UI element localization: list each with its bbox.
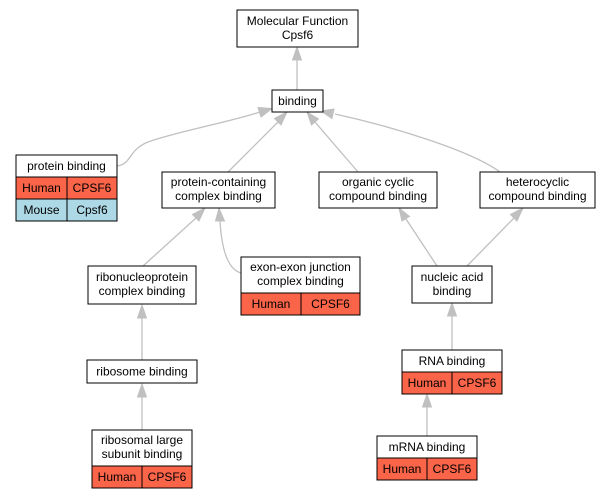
ortholog-species-human: Human bbox=[401, 371, 453, 395]
svg-text:CPSF6: CPSF6 bbox=[311, 297, 350, 311]
node-protein-containing-complex-binding[interactable]: protein-containing complex binding bbox=[161, 171, 276, 209]
node-label-line: exon-exon junction bbox=[250, 260, 351, 274]
node-label-line: binding bbox=[278, 94, 317, 108]
arrowhead bbox=[136, 303, 148, 319]
node-label-line: Cpsf6 bbox=[282, 28, 314, 42]
node-molecular-function[interactable]: Molecular Function Cpsf6 bbox=[236, 9, 359, 48]
ortholog-gene-cpsf6: CPSF6 bbox=[426, 457, 478, 481]
node-label-line: ribosome binding bbox=[96, 365, 187, 379]
node-label-line: ribonucleoprotein bbox=[96, 270, 188, 284]
node-label-line: mRNA binding bbox=[389, 440, 466, 454]
svg-text:CPSF6: CPSF6 bbox=[458, 376, 497, 390]
node-ribonucleoprotein-complex-binding[interactable]: ribonucleoprotein complex binding bbox=[87, 265, 197, 305]
node-rna-binding[interactable]: RNA binding Human CPSF6 bbox=[401, 349, 503, 395]
edge-heterocyclic-compound-binding-to-binding bbox=[319, 108, 501, 173]
edge-organic-cyclic-compound-binding-to-binding bbox=[306, 110, 359, 173]
node-mrna-binding[interactable]: mRNA binding Human CPSF6 bbox=[376, 435, 478, 481]
ortholog-species-human: Human bbox=[240, 292, 302, 316]
ortholog-gene-cpsf6: CPSF6 bbox=[451, 371, 503, 395]
arrowhead bbox=[398, 206, 411, 222]
node-protein-binding[interactable]: protein binding Human CPSF6 Mouse Cpsf6 bbox=[15, 154, 118, 222]
edge-ribosome-binding-to-ribonucleoprotein-complex-binding bbox=[136, 303, 148, 360]
arrowhead bbox=[191, 206, 207, 222]
node-binding[interactable]: binding bbox=[271, 89, 324, 113]
node-ribosome-binding[interactable]: ribosome binding bbox=[86, 359, 198, 384]
edge-nucleic-acid-binding-to-heterocyclic-compound-binding bbox=[466, 206, 525, 267]
arrowhead bbox=[291, 45, 303, 61]
arrowhead bbox=[257, 106, 274, 118]
node-label-line: complex binding bbox=[257, 274, 344, 288]
node-label-line: compound binding bbox=[488, 189, 586, 203]
ortholog-species-human: Human bbox=[376, 457, 428, 481]
node-label-line: protein binding bbox=[27, 159, 106, 173]
arrowhead bbox=[319, 108, 335, 120]
edge-ribosomal-large-subunit-binding-to-ribosome-binding bbox=[136, 382, 148, 430]
svg-text:Cpsf6: Cpsf6 bbox=[76, 203, 108, 217]
node-exon-exon-junction-complex-binding[interactable]: exon-exon junction complex binding Human… bbox=[240, 256, 361, 316]
node-label-line: subunit binding bbox=[102, 447, 183, 461]
svg-text:Human: Human bbox=[408, 376, 447, 390]
node-heterocyclic-compound-binding[interactable]: heterocyclic compound binding bbox=[479, 171, 596, 209]
arrowhead bbox=[446, 301, 458, 317]
edge-binding-to-molecular-function bbox=[291, 45, 303, 90]
node-organic-cyclic-compound-binding[interactable]: organic cyclic compound binding bbox=[318, 171, 438, 209]
svg-text:Human: Human bbox=[98, 470, 137, 484]
node-label-line: complex binding bbox=[99, 284, 186, 298]
edge-ribonucleoprotein-complex-binding-to-protein-containing-complex-binding bbox=[142, 206, 207, 267]
node-label-line: ribosomal large bbox=[101, 433, 183, 447]
node-label-line: complex binding bbox=[175, 189, 262, 203]
svg-text:Human: Human bbox=[22, 181, 61, 195]
node-ribosomal-large-subunit-binding[interactable]: ribosomal large subunit binding Human CP… bbox=[91, 429, 193, 489]
node-label-line: compound binding bbox=[329, 189, 427, 203]
node-label-line: nucleic acid bbox=[421, 270, 484, 284]
node-label-line: Molecular Function bbox=[247, 14, 348, 28]
node-nucleic-acid-binding[interactable]: nucleic acid binding bbox=[411, 265, 493, 304]
arrowhead bbox=[306, 110, 320, 126]
arrowhead bbox=[273, 110, 289, 126]
node-label-line: binding bbox=[433, 284, 472, 298]
svg-text:CPSF6: CPSF6 bbox=[148, 470, 187, 484]
node-label-line: protein-containing bbox=[171, 175, 266, 189]
edge-protein-containing-complex-binding-to-binding bbox=[227, 110, 289, 173]
arrowhead bbox=[509, 206, 525, 222]
edge-rna-binding-to-nucleic-acid-binding bbox=[446, 301, 458, 350]
ortholog-species-mouse: Mouse bbox=[15, 198, 68, 222]
svg-text:CPSF6: CPSF6 bbox=[73, 181, 112, 195]
svg-text:CPSF6: CPSF6 bbox=[433, 462, 472, 476]
node-label-line: organic cyclic bbox=[342, 175, 414, 189]
ortholog-species-human: Human bbox=[15, 176, 68, 200]
edge-mrna-binding-to-rna-binding bbox=[421, 392, 433, 436]
node-label-line: heterocyclic bbox=[506, 175, 569, 189]
ortholog-gene-cpsf6: CPSF6 bbox=[300, 292, 361, 316]
svg-text:Human: Human bbox=[252, 297, 291, 311]
arrowhead bbox=[136, 382, 148, 398]
ortholog-gene-cpsf6: CPSF6 bbox=[66, 176, 118, 200]
edge-exon-exon-junction-complex-binding-to-protein-containing-complex-binding bbox=[214, 206, 242, 274]
edge-protein-binding-to-binding bbox=[116, 106, 274, 167]
arrowhead bbox=[421, 392, 433, 408]
arrowhead bbox=[214, 206, 226, 222]
ortholog-gene-cpsf6: CPSF6 bbox=[141, 465, 193, 489]
svg-text:Mouse: Mouse bbox=[23, 203, 59, 217]
ortholog-species-human: Human bbox=[91, 465, 143, 489]
ortholog-gene-cpsf6-mouse: Cpsf6 bbox=[66, 198, 118, 222]
svg-text:Human: Human bbox=[383, 462, 422, 476]
edge-nucleic-acid-binding-to-organic-cyclic-compound-binding bbox=[398, 206, 438, 267]
node-label-line: RNA binding bbox=[419, 354, 486, 368]
